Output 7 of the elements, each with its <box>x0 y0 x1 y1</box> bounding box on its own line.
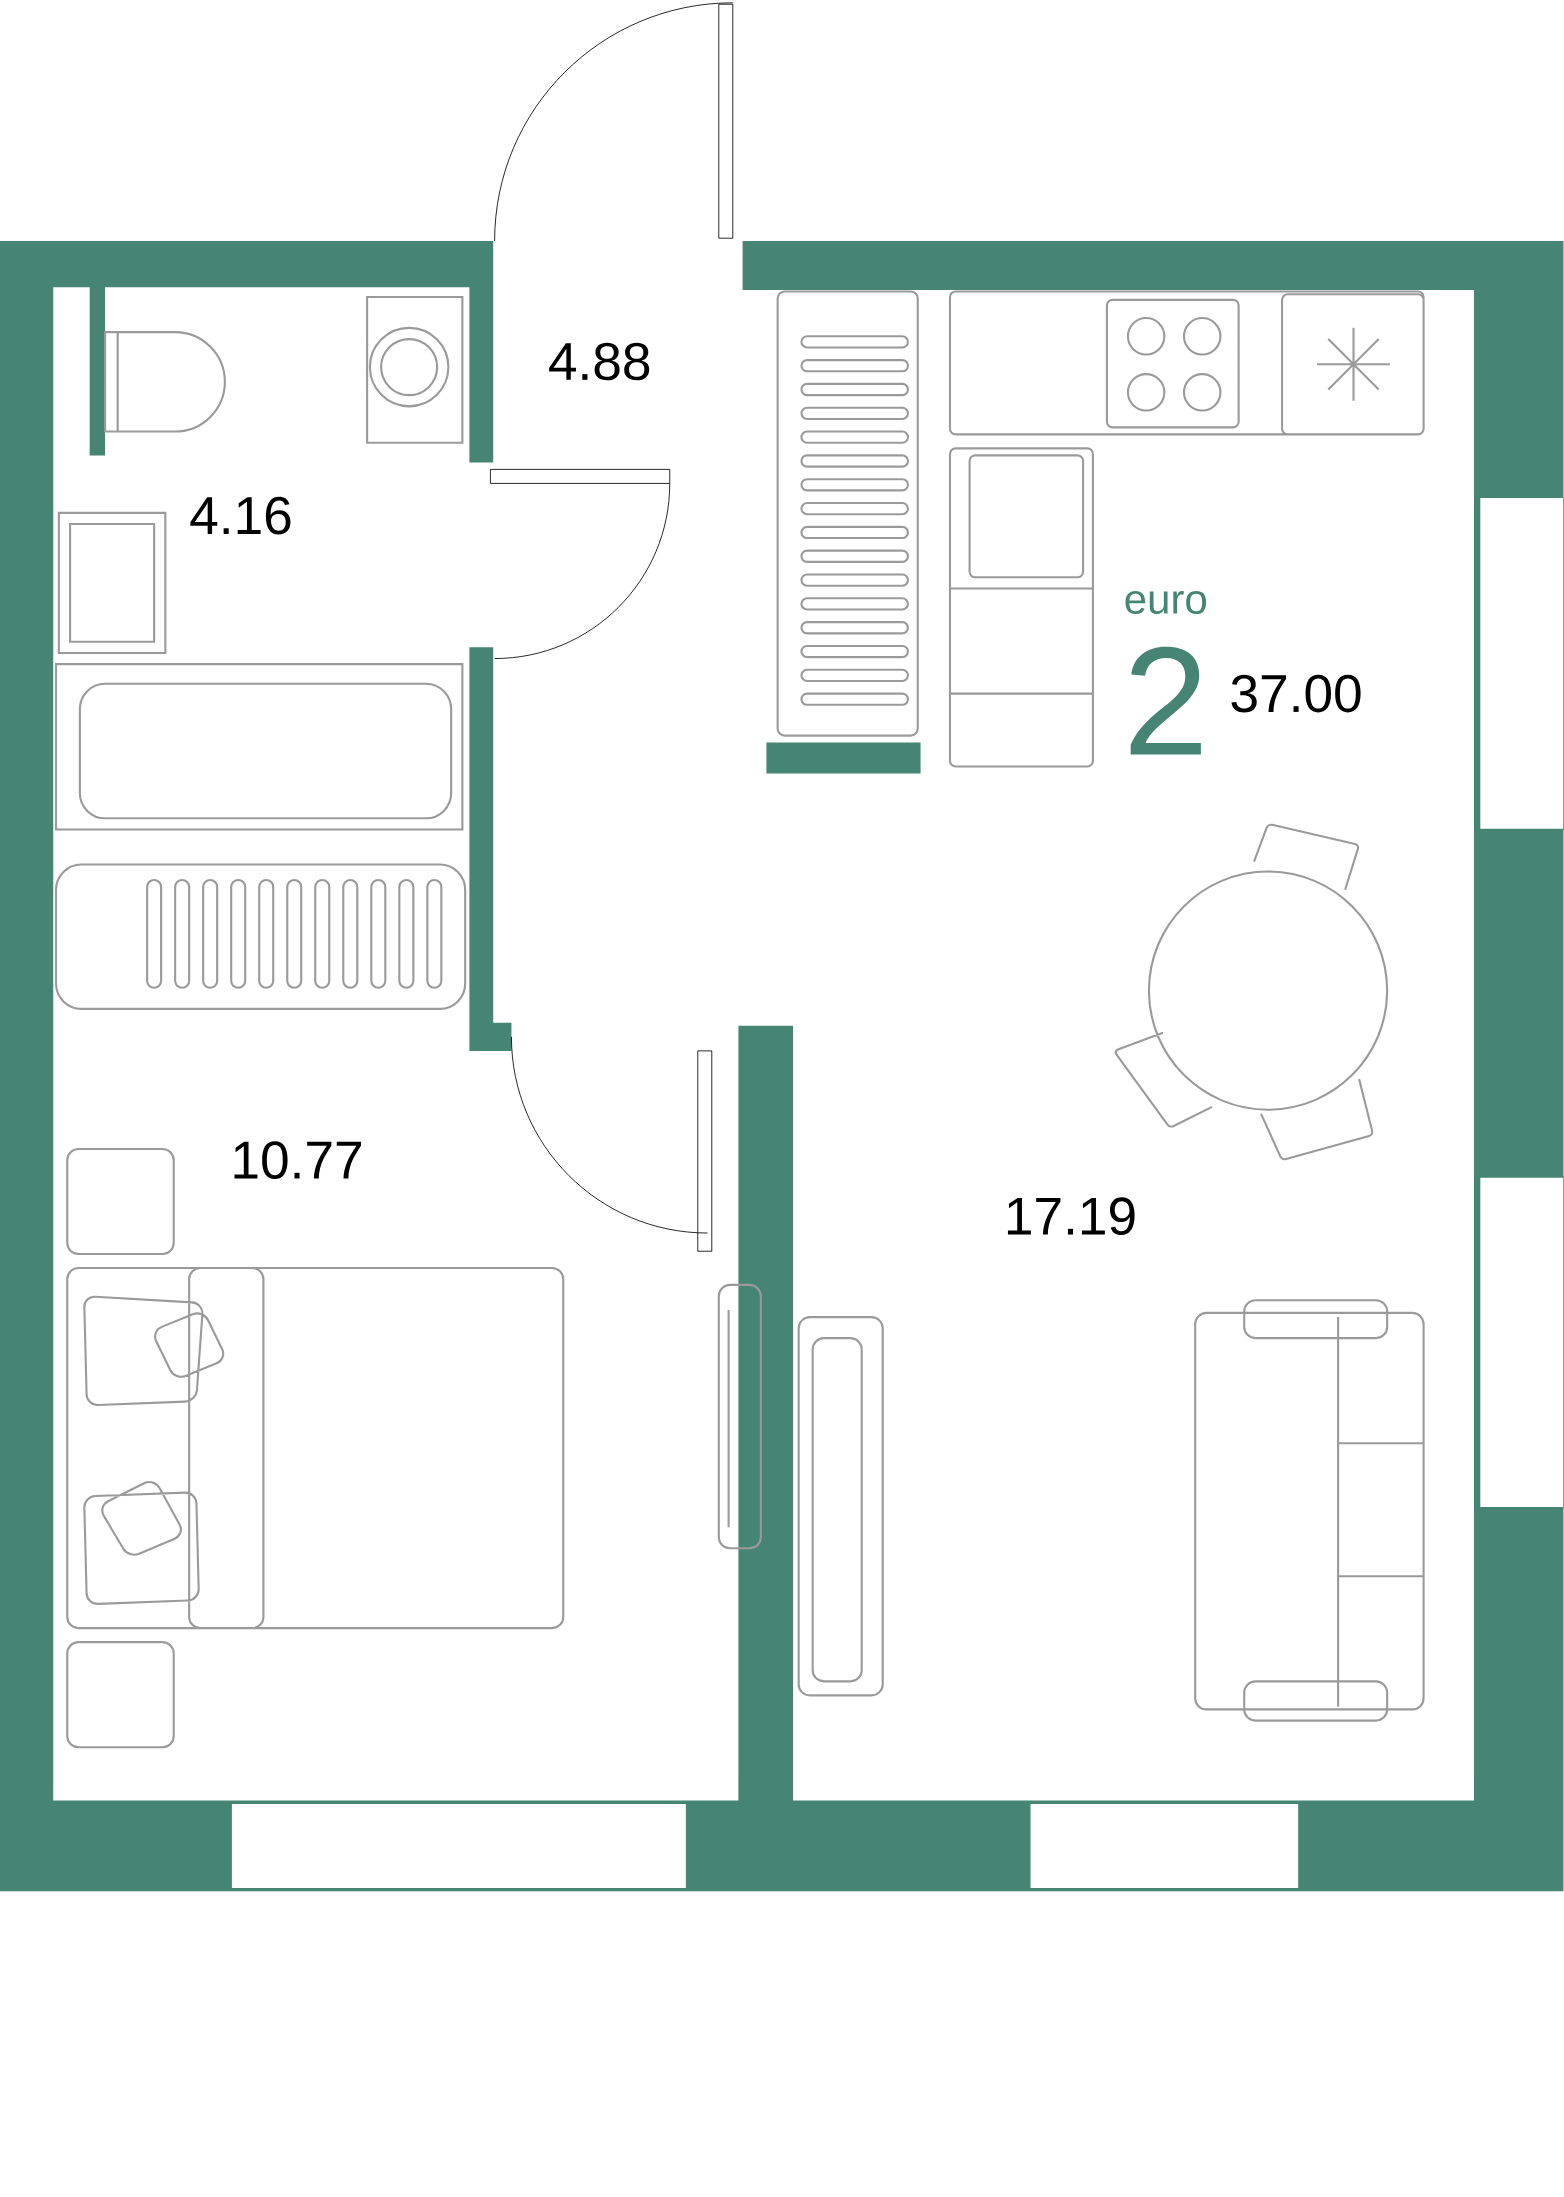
total-area-label: 37.00 <box>1231 674 1361 713</box>
room-count-label: 2 <box>1130 646 1202 755</box>
area-label: 4.88 <box>549 342 650 381</box>
area-label: 10.77 <box>234 1141 362 1179</box>
apartment-type-label: euro <box>1125 591 1207 614</box>
area-label: 4.16 <box>190 496 291 535</box>
area-label: 17.19 <box>1008 1197 1135 1236</box>
